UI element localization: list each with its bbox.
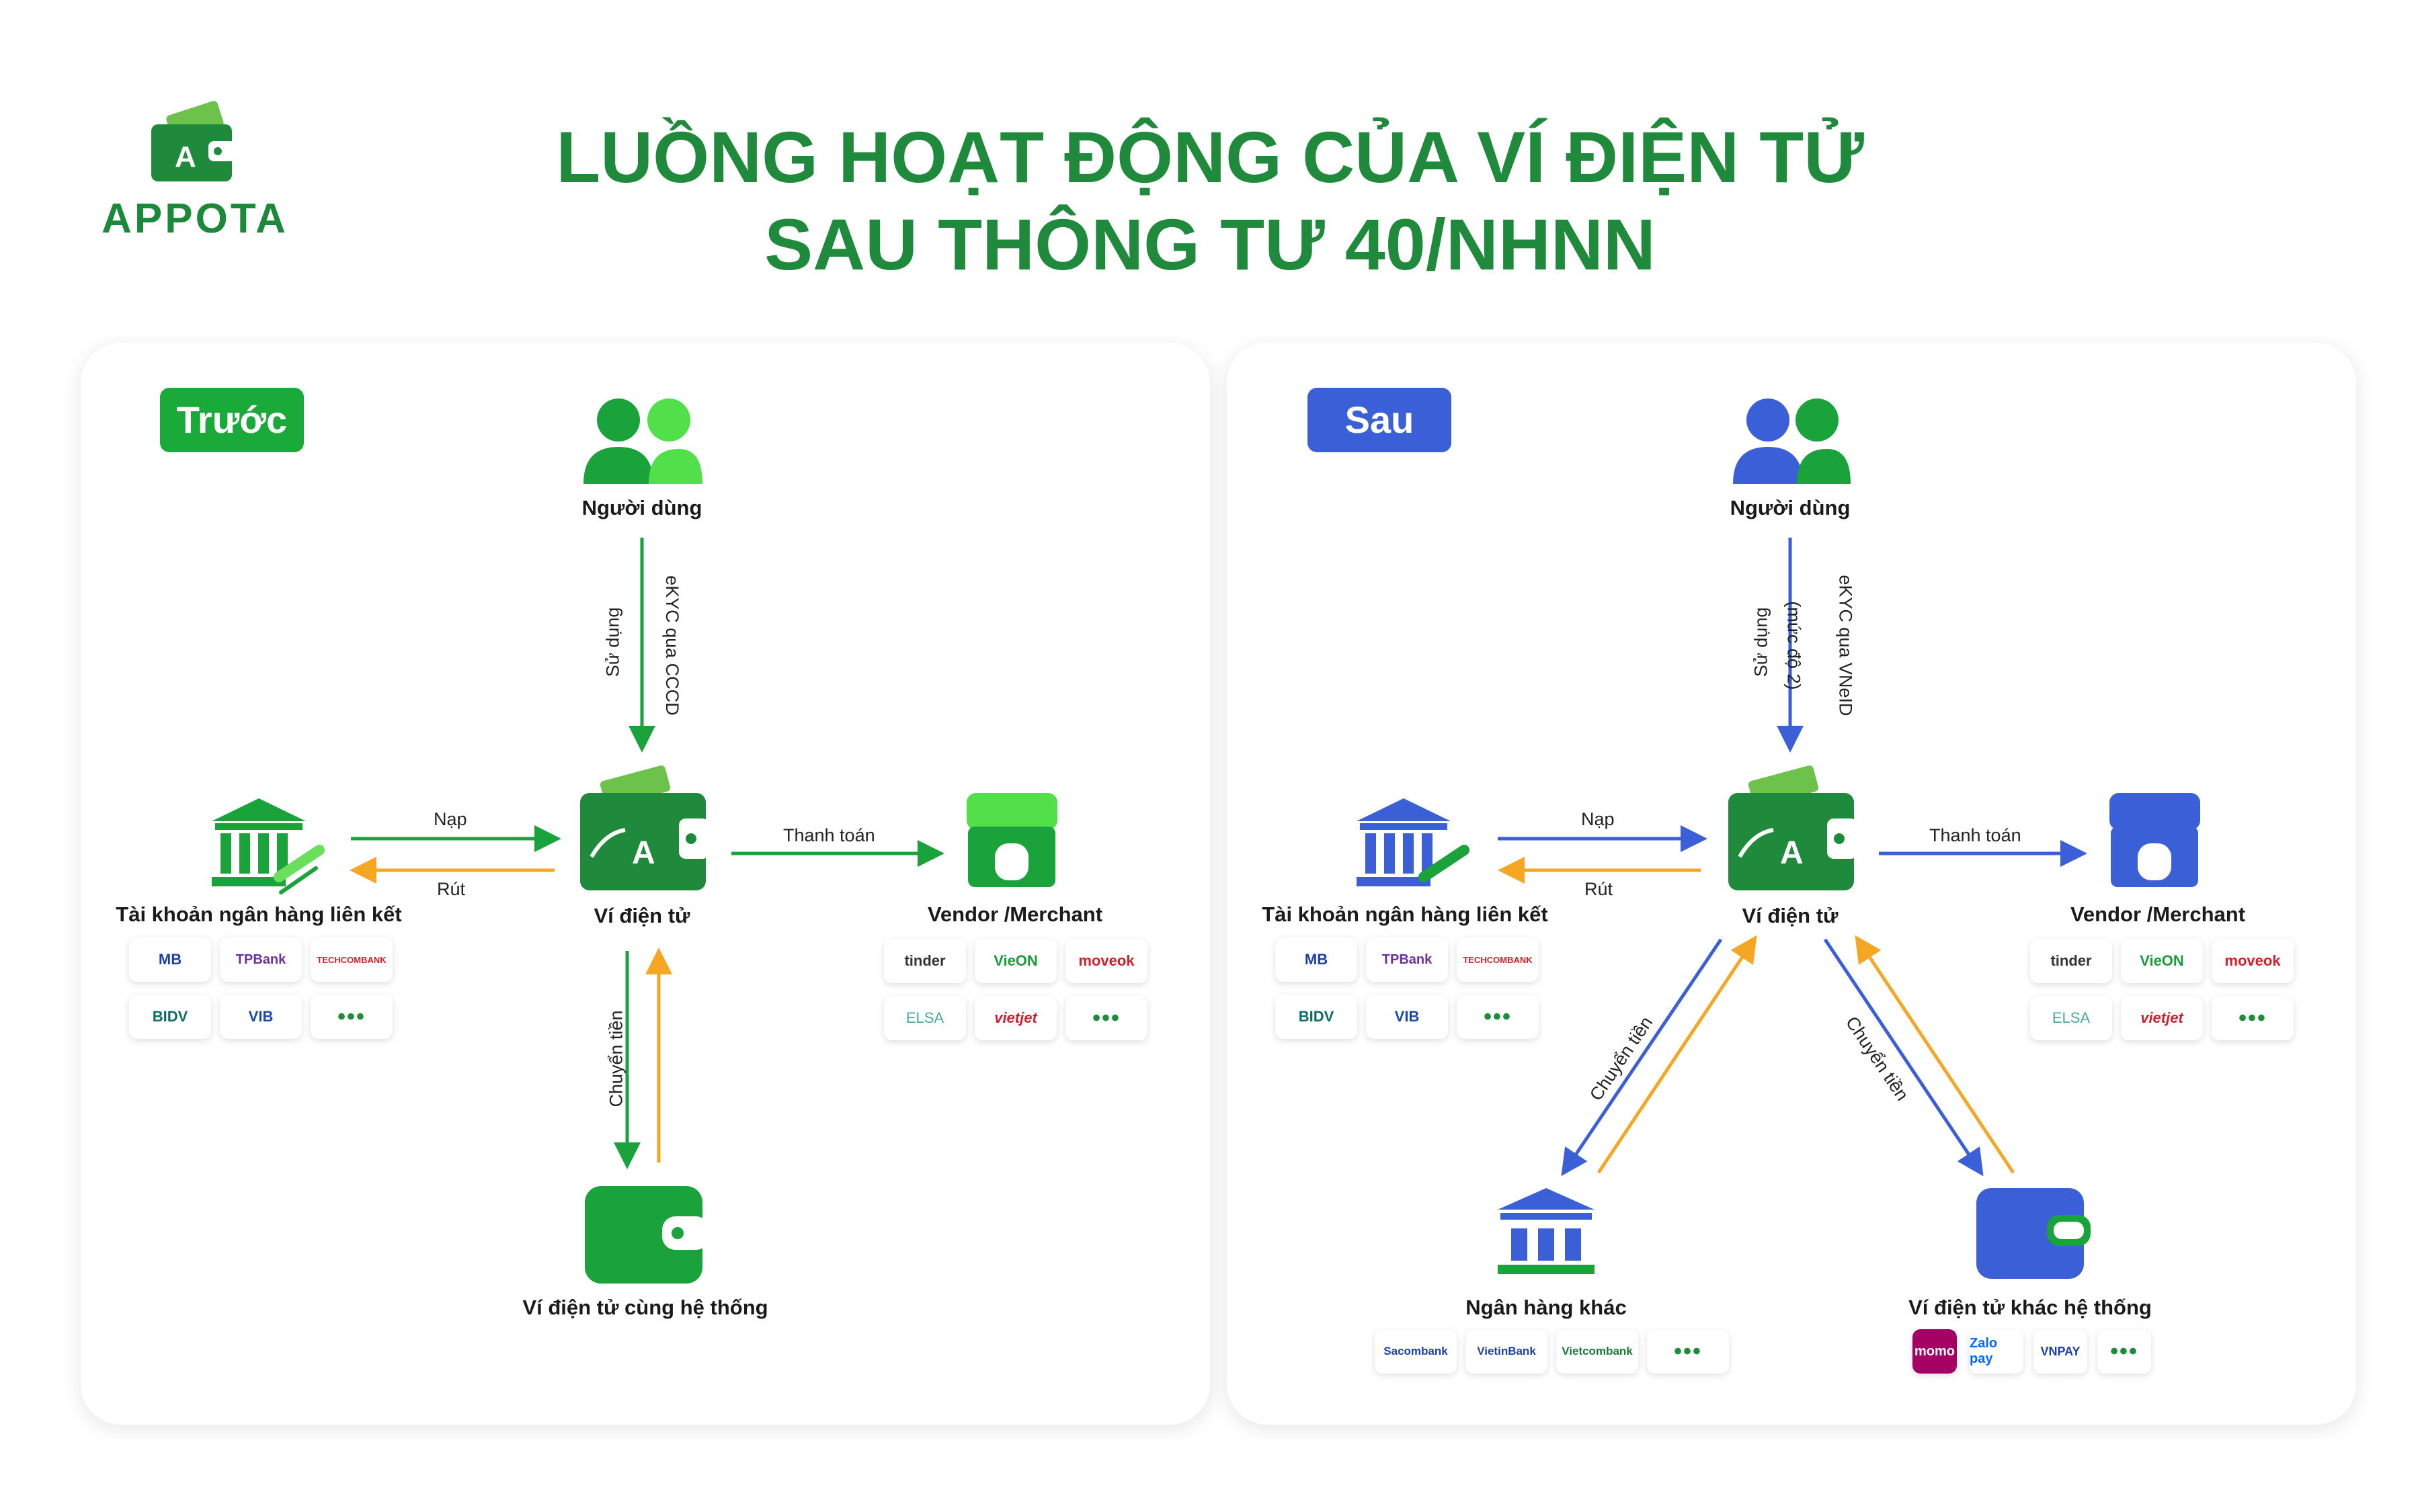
wallet-chip-vnpay: VNPAY [2033, 1329, 2087, 1374]
svg-text:A: A [632, 835, 655, 871]
svg-text:A: A [1780, 835, 1804, 871]
bank-chip-mb-after: MB [1275, 937, 1357, 982]
users-icon [583, 398, 702, 484]
label-rut: Rút [437, 879, 466, 899]
merchant-chip-more: ••• [1065, 996, 1147, 1040]
bank-chip-mb: MB [129, 937, 211, 982]
other-bank-icon [1498, 1188, 1595, 1274]
label-transfer: Chuyển tiền [606, 1010, 627, 1107]
label-vendor-after: Vendor /Merchant [2070, 902, 2246, 926]
bank-link-icon [212, 798, 325, 894]
page-title-line1: LUỒNG HOẠT ĐỘNG CỦA VÍ ĐIỆN TỬ [556, 116, 1864, 198]
merchant-chip-vietjet-after: vietjet [2121, 996, 2203, 1040]
label-other-bank: Ngân hàng khác [1465, 1296, 1627, 1319]
merchant-chip-tinder: tinder [884, 939, 966, 983]
merchant-chip-elsa: ELSA [884, 996, 966, 1040]
merchant-chip-more-after: ••• [2212, 996, 2294, 1040]
bank-chip-vietcombank: Vietcombank [1556, 1329, 1638, 1374]
label-pay-after: Thanh toán [1929, 825, 2021, 845]
badge-after: Sau [1307, 388, 1451, 452]
wallet-chip-more: ••• [2097, 1329, 2151, 1374]
merchant-chip-elsa-after: ELSA [2030, 996, 2112, 1040]
label-ekyc-after-2: (mức độ 2) [1783, 601, 1804, 690]
bank-chip-more-other: ••• [1647, 1329, 1729, 1374]
bank-chip-techcombank: TECHCOMBANK [311, 937, 393, 982]
merchant-chip-moveok: moveok [1065, 939, 1147, 983]
arrow-from-other-wallet [1855, 935, 2015, 1174]
wallet-chip-momo: momo [1912, 1329, 1957, 1374]
label-other-wallet: Ví điện tử khác hệ thống [1908, 1296, 2152, 1319]
label-user-after: Người dùng [1730, 496, 1851, 519]
store-icon-after [2109, 793, 2200, 887]
bank-chip-vietinbank: VietinBank [1465, 1329, 1547, 1374]
page-title-line2: SAU THÔNG TƯ 40/NHNN [764, 204, 1656, 285]
wallet-logo-icon: A [151, 101, 235, 181]
wallet-center-icon-after: A [1728, 765, 1857, 890]
bank-chip-bidv-after: BIDV [1275, 995, 1357, 1039]
bank-chip-more: ••• [311, 995, 393, 1039]
bank-chip-vib: VIB [220, 995, 302, 1039]
merchant-chip-vietjet: vietjet [975, 996, 1057, 1040]
bank-chip-sacombank: Sacombank [1375, 1329, 1457, 1374]
same-wallet-icon [585, 1186, 709, 1284]
label-bank-linked: Tài khoản ngân hàng liên kết [116, 902, 402, 926]
bank-link-icon-after [1357, 798, 1469, 886]
wallet-center-icon: A [580, 765, 709, 890]
bank-chip-tpbank: TPBank [220, 937, 302, 982]
arrow-to-other-wallet [1823, 938, 1984, 1177]
bank-chip-more-after: ••• [1457, 995, 1539, 1039]
bank-chip-tpbank-after: TPBank [1366, 937, 1448, 982]
merchant-chip-moveok-after: moveok [2212, 939, 2294, 983]
svg-text:A: A [175, 140, 196, 173]
label-use: Sử dụng [602, 607, 623, 677]
wallet-chip-zalopay: Zalo pay [1970, 1329, 2023, 1374]
label-pay: Thanh toán [783, 825, 875, 845]
label-ekyc-after-1: eKYC qua VNeID [1835, 575, 1856, 716]
label-wallet-after: Ví điện tử [1742, 904, 1839, 927]
logo-text: APPOTA [102, 196, 288, 242]
store-icon [967, 793, 1057, 887]
bank-chip-vib-after: VIB [1366, 995, 1448, 1039]
appota-logo: A APPOTA [74, 94, 316, 255]
label-same-wallet: Ví điện tử cùng hệ thống [522, 1296, 768, 1319]
label-nap: Nạp [434, 809, 467, 829]
label-bank-linked-after: Tài khoản ngân hàng liên kết [1262, 902, 1548, 926]
label-ekyc: eKYC qua CCCD [661, 575, 682, 716]
merchant-chip-vieon: VieON [975, 939, 1057, 983]
merchant-chip-tinder-after: tinder [2030, 939, 2112, 983]
bank-chip-techcombank-after: TECHCOMBANK [1457, 937, 1539, 982]
badge-before: Trước [160, 388, 304, 452]
arrow-from-other-bank [1597, 935, 1757, 1174]
label-use-after: Sử dụng [1750, 607, 1771, 677]
label-nap-after: Nạp [1581, 809, 1615, 829]
arrow-to-other-bank [1561, 938, 1723, 1177]
label-wallet: Ví điện tử [594, 904, 690, 927]
label-vendor: Vendor /Merchant [927, 902, 1103, 926]
label-user: Người dùng [581, 496, 702, 519]
label-rut-after: Rút [1584, 879, 1613, 899]
merchant-chip-vieon-after: VieON [2121, 939, 2203, 983]
bank-chip-bidv: BIDV [129, 995, 211, 1039]
other-wallet-icon [1976, 1188, 2091, 1279]
users-icon-after [1733, 398, 1851, 484]
